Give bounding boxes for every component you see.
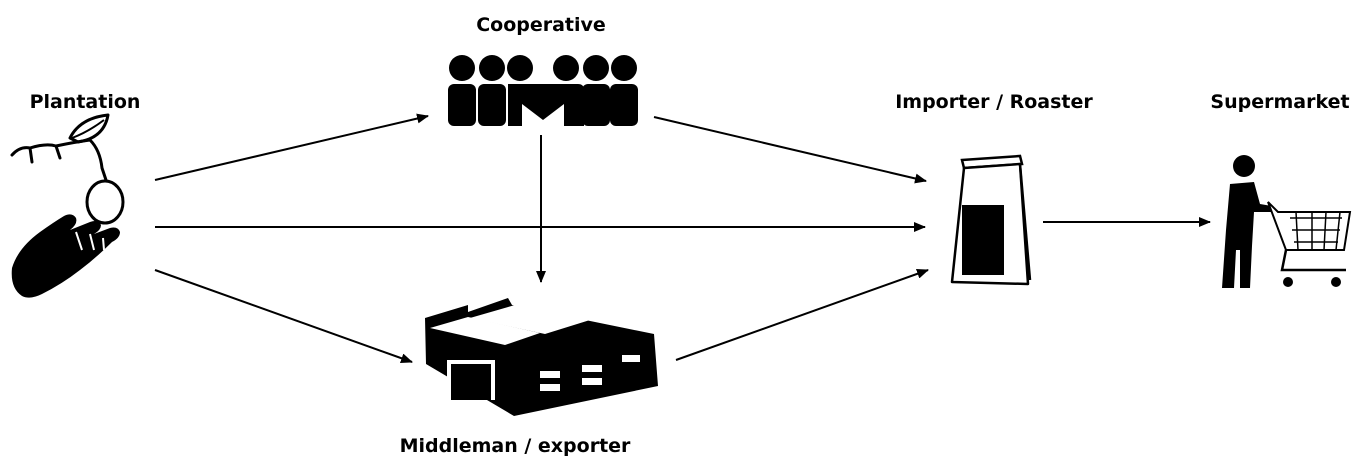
arrow-plantation-to-middleman [154, 269, 413, 364]
arrow-middleman-to-importer [675, 268, 929, 361]
coffee-bag-icon [950, 154, 1032, 286]
arrow-plantation-to-cooperative [154, 113, 429, 181]
label-plantation: Plantation [29, 91, 141, 113]
label-middleman-exporter: Middleman / exporter [399, 435, 631, 457]
edges [154, 113, 1211, 364]
arrow-cooperative-to-importer [653, 116, 927, 184]
label-cooperative: Cooperative [476, 14, 606, 36]
factory-icon [425, 298, 658, 416]
hand-with-coffee-branch-icon [10, 113, 125, 298]
shopper-with-cart-icon [1222, 155, 1352, 288]
group-of-people-icon [448, 55, 638, 126]
label-supermarket: Supermarket [1210, 91, 1350, 113]
label-importer-roaster: Importer / Roaster [895, 91, 1093, 113]
